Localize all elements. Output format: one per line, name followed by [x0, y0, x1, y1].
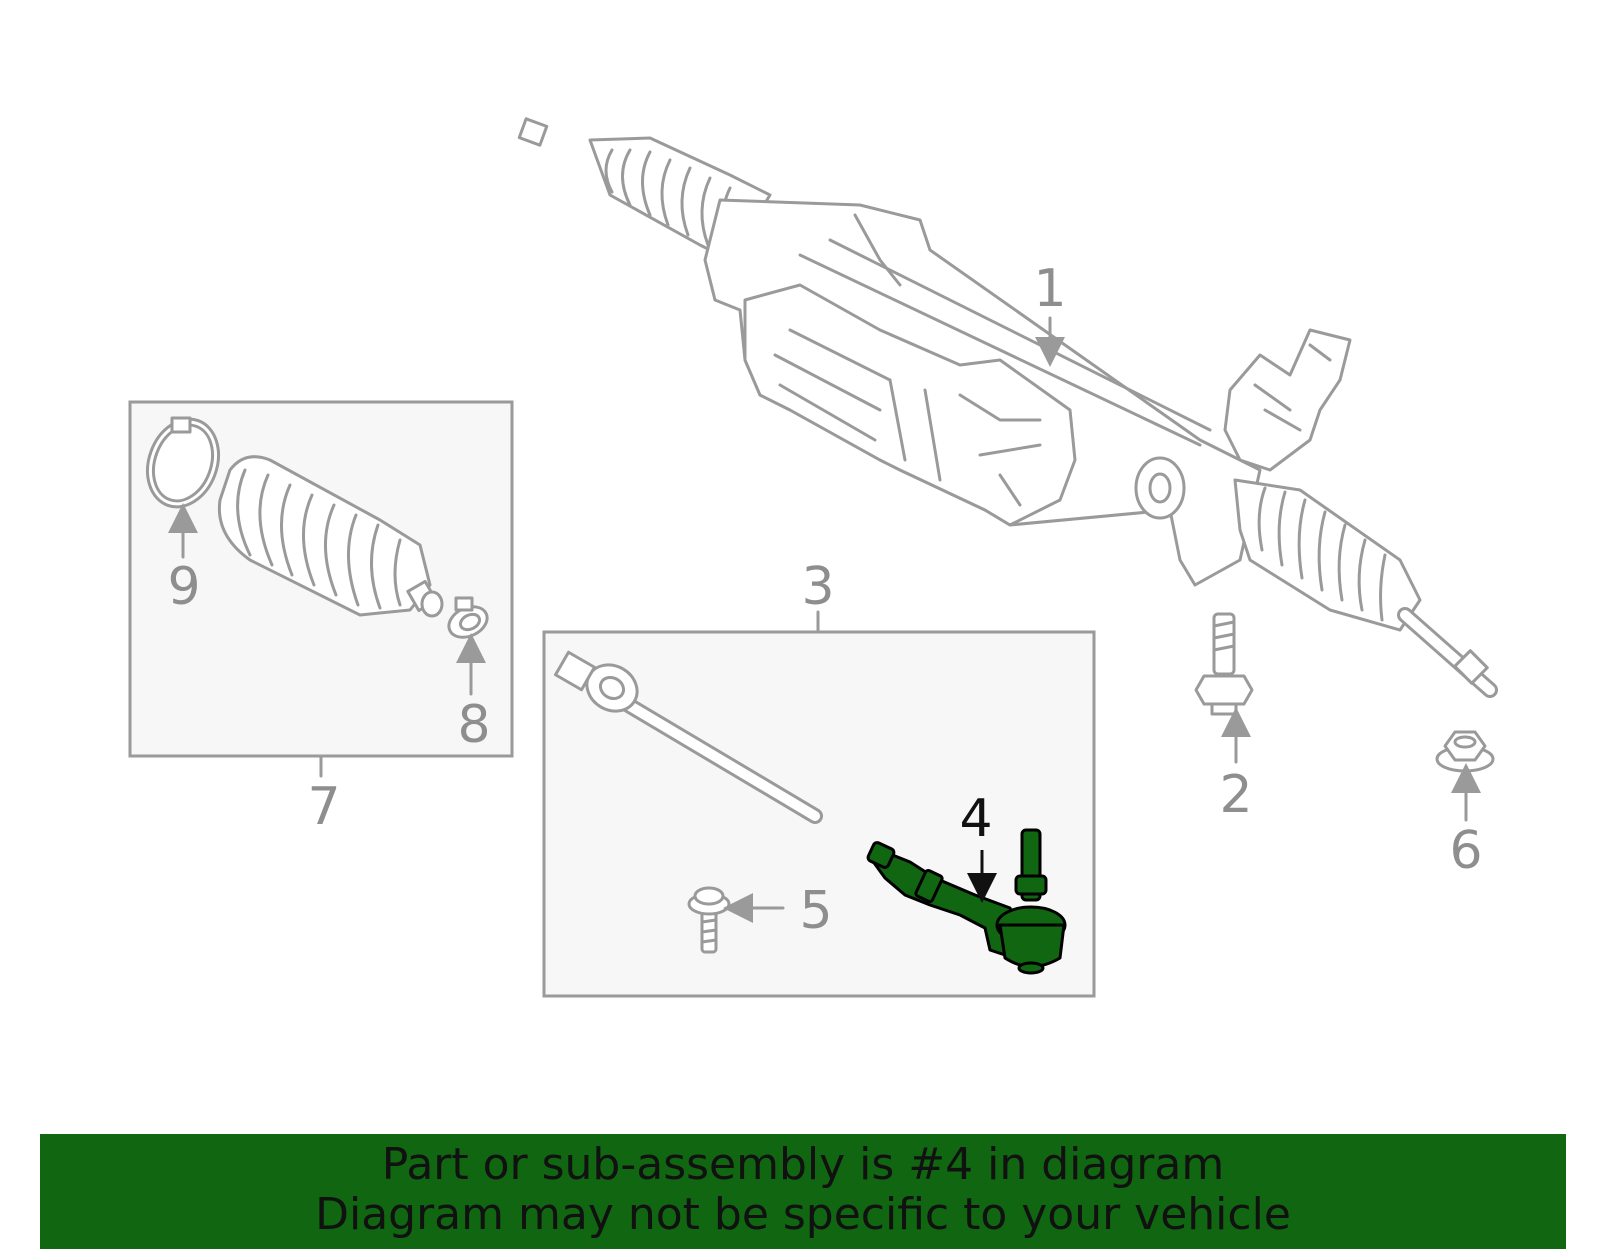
callout-7: 7 [307, 777, 340, 837]
outer-tie-rod-end-part-4[interactable] [866, 828, 1067, 975]
clamp-part-9[interactable] [136, 409, 231, 517]
banner-line-part-reference: Part or sub-assembly is #4 in diagram [381, 1139, 1225, 1190]
callout-4: 4 [959, 789, 992, 849]
boot-part-7[interactable] [217, 455, 444, 618]
callout-9: 9 [167, 557, 200, 617]
inner-tie-rod-part-3[interactable] [554, 650, 823, 824]
bolt-part-2[interactable] [1194, 612, 1254, 716]
nut-part-6[interactable] [1435, 730, 1495, 773]
banner-line-disclaimer: Diagram may not be specific to your vehi… [315, 1189, 1291, 1240]
callout-leaders [168, 316, 1481, 923]
callout-3: 3 [801, 557, 834, 617]
info-banner: Part or sub-assembly is #4 in diagram Di… [40, 1134, 1566, 1249]
steering-rack-part-1[interactable] [506, 116, 1498, 698]
callout-1: 1 [1033, 259, 1066, 319]
callout-6: 6 [1449, 821, 1482, 881]
callout-2: 2 [1219, 765, 1252, 825]
callout-8: 8 [457, 695, 490, 755]
callout-5: 5 [799, 881, 832, 941]
